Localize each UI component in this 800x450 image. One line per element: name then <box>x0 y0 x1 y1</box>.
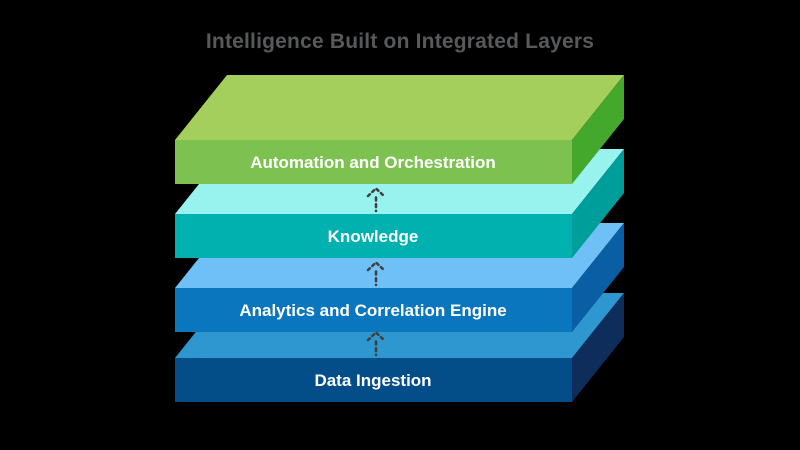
layer-label: Analytics and Correlation Engine <box>239 301 506 320</box>
layer-front-face <box>175 140 572 184</box>
up-arrow-ingestion-to-analytics <box>366 331 386 357</box>
arrow-head-icon <box>366 331 386 342</box>
layer-front-face <box>175 214 572 258</box>
layer-label: Data Ingestion <box>314 371 431 390</box>
layer-label: Automation and Orchestration <box>250 153 496 172</box>
layer-side-face <box>572 149 624 258</box>
layer-front-face <box>175 288 572 332</box>
layer-side-face <box>572 293 624 402</box>
layer-label: Knowledge <box>328 227 419 246</box>
layer-side-face <box>572 75 624 184</box>
up-arrow-analytics-to-knowledge <box>366 261 386 287</box>
diagram-title: Intelligence Built on Integrated Layers <box>205 30 595 53</box>
layer-automation-orchestration: Automation and Orchestration <box>175 75 624 184</box>
layer-side-face <box>572 223 624 332</box>
up-arrow-knowledge-to-automation <box>366 187 386 213</box>
arrow-head-icon <box>366 261 386 272</box>
arrow-head-icon <box>366 187 386 198</box>
layer-top-face <box>175 75 624 140</box>
layer-front-face <box>175 358 572 402</box>
